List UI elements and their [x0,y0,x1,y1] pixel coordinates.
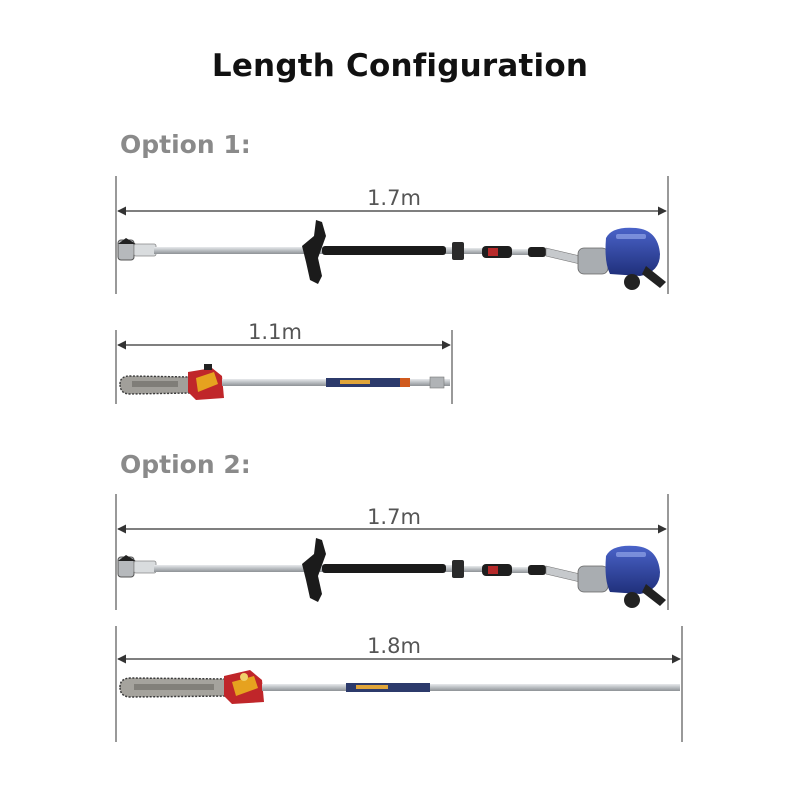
option-1-pole-dimension [115,176,669,294]
option-1-label: Option 1: [120,130,251,159]
engine-pole-tool-2 [117,538,666,608]
page-title: Length Configuration [211,48,589,84]
option-2-saw-dimension [115,626,683,742]
option-2-label: Option 2: [120,450,251,479]
chainsaw-extension-tool [119,364,450,400]
option-1-pole-length: 1.7m [367,186,421,210]
engine-pole-tool [117,220,666,290]
option-1-saw-dimension [115,330,453,404]
option-1-saw-length: 1.1m [248,320,302,344]
option-2-saw-length: 1.8m [367,634,421,658]
option-2-pole-dimension [115,494,669,610]
chainsaw-extension-tool-2 [119,670,680,704]
